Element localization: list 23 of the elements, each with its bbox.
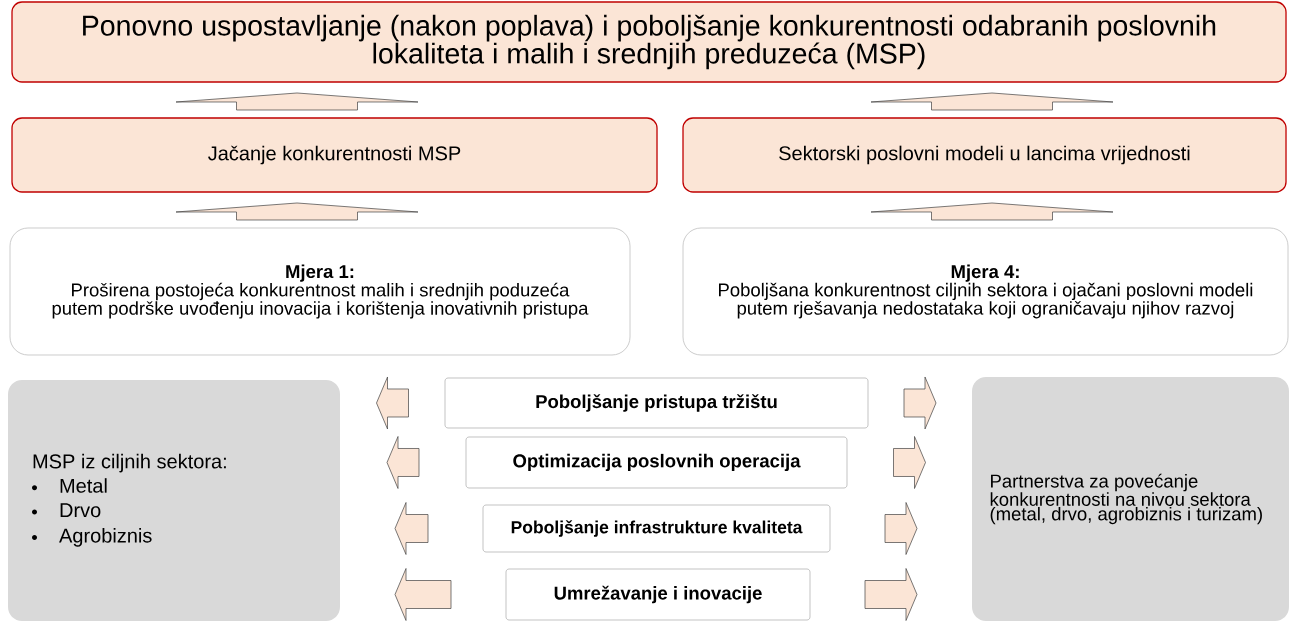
target-group-box: MSP iz ciljnih sektora: Metal Drvo Agrobiznis <box>8 380 340 621</box>
block-arrow <box>394 568 452 621</box>
goal-box: Sektorski poslovni modeli u lancima vrijednosti <box>682 117 1287 193</box>
activity-box: Poboljšanje infrastrukture kvaliteta <box>482 504 831 553</box>
block-arrow <box>870 92 1114 111</box>
block-arrow <box>394 502 429 555</box>
measure-box: Mjera 1: Proširena postojeća konkurentnost malih i srednjih poduzeća putem podrške uvođenju inovacija i korištenja inovativnih pristupa <box>9 227 631 356</box>
activity-box: Poboljšanje pristupa tržištu <box>444 377 869 429</box>
block-arrow <box>903 376 937 430</box>
block-arrow <box>376 376 409 430</box>
block-arrow <box>175 202 419 221</box>
activity-box: Umrežavanje i inovacije <box>505 568 811 621</box>
block-arrow <box>870 202 1114 221</box>
block-arrow <box>386 436 420 489</box>
goal-box: Jačanje konkurentnosti MSP <box>11 117 658 193</box>
block-arrow <box>893 436 926 489</box>
measure-box: Mjera 4: Poboljšana konkurentnost ciljnih sektora i ojačani poslovni modeli putem rješavanja nedostataka koji ograničavaju njihov razvoj <box>682 227 1289 356</box>
block-arrow <box>864 568 918 621</box>
target-group-box: Partnerstva za povećanje konkurentnosti na nivou sektora (metal, drvo, agrobiznis i turizam) <box>972 377 1289 621</box>
block-arrow <box>884 502 918 555</box>
goal-box: Ponovno uspostavljanje (nakon poplava) i poboljšanje konkurentnosti odabranih poslovnih lokaliteta i malih i srednjih preduzeća (MSP) <box>11 1 1287 83</box>
activity-box: Optimizacija poslovnih operacija <box>465 436 848 489</box>
block-arrow <box>175 92 419 111</box>
